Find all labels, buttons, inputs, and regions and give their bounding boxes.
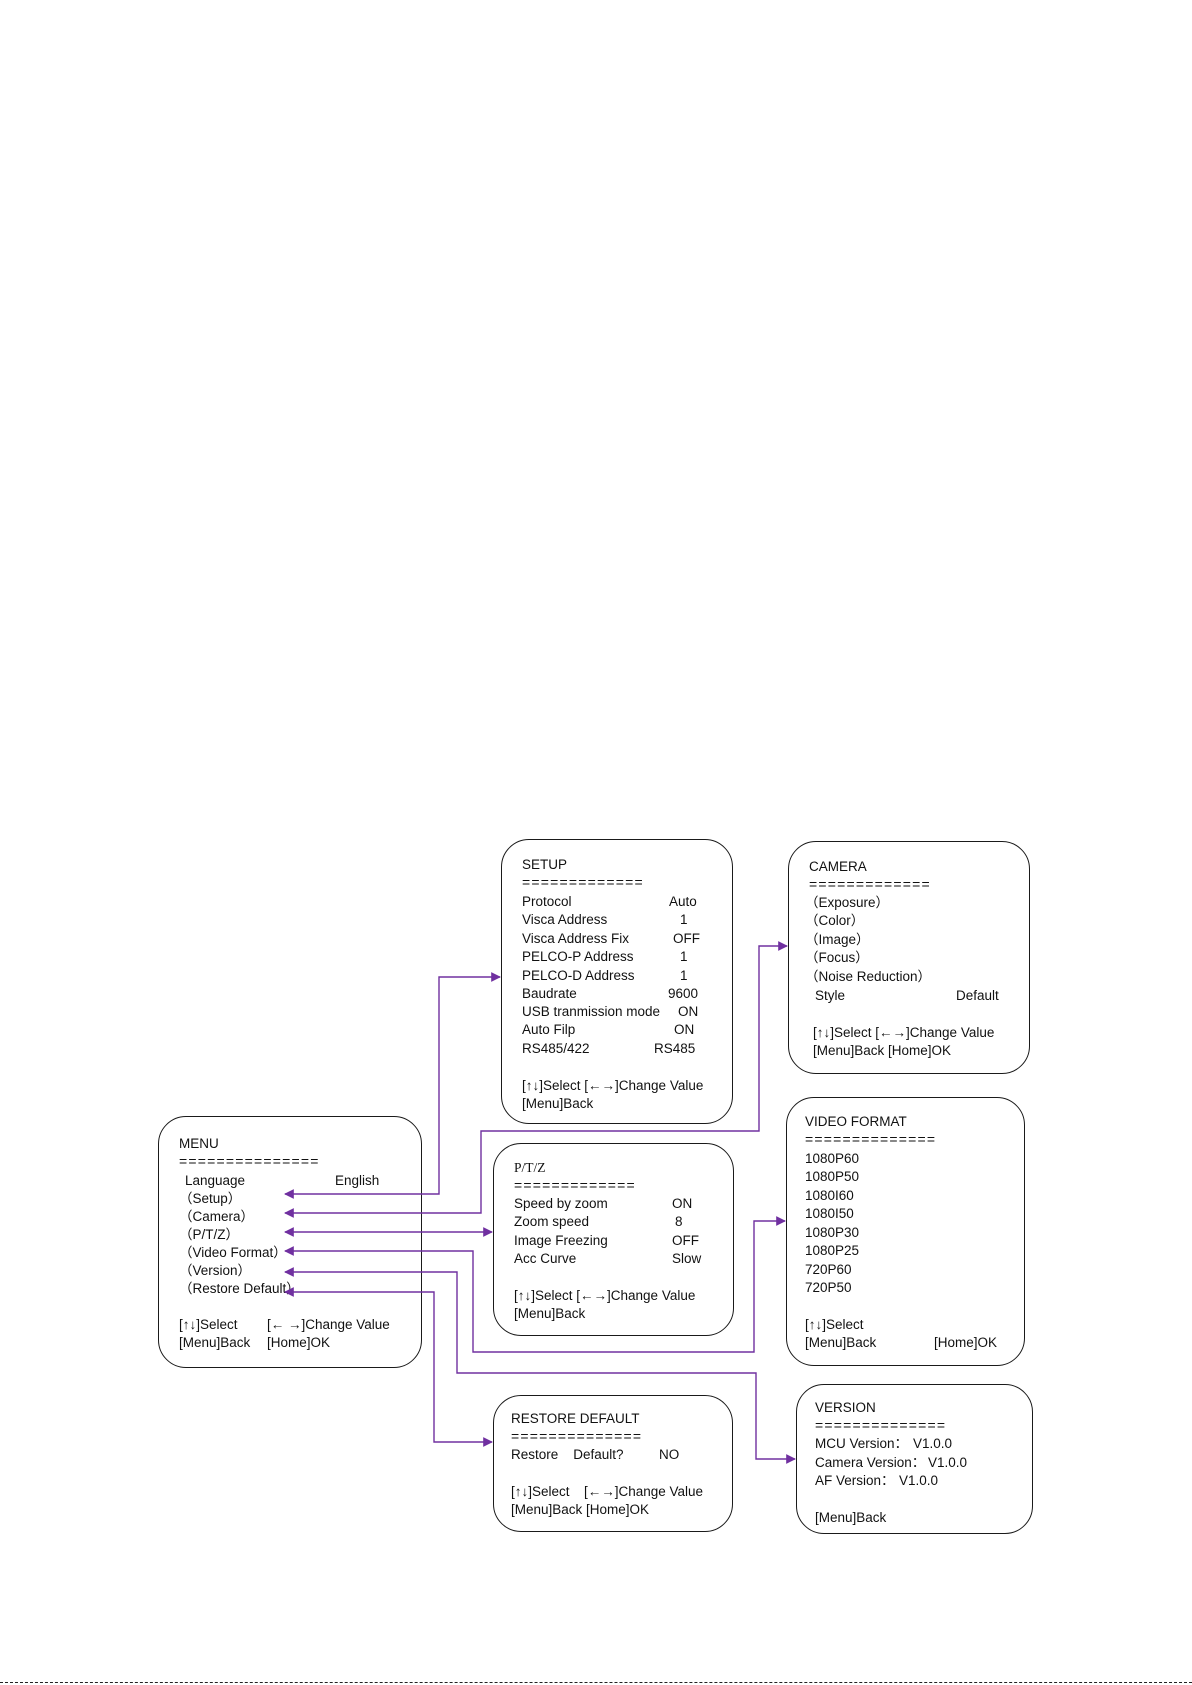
version-camera-label: Camera Version： — [815, 1455, 926, 1470]
camera-style-value[interactable]: Default — [956, 988, 999, 1003]
menu-item-camera[interactable]: （Camera） — [179, 1209, 255, 1224]
setup-row-label: Visca Address — [522, 912, 608, 927]
menu-item-setup[interactable]: （Setup） — [179, 1191, 242, 1206]
connector-camera — [284, 941, 788, 1218]
camera-footer-select: [↑↓]Select [←→]Change Value — [813, 1025, 995, 1040]
menu-item-restore-default[interactable]: （Restore Default） — [179, 1281, 300, 1296]
video-format-item[interactable]: 1080P30 — [805, 1225, 860, 1240]
menu-language-label: Language — [185, 1173, 246, 1188]
video-format-item[interactable]: 1080P50 — [805, 1169, 860, 1184]
video-format-footer-select: [↑↓]Select — [805, 1317, 864, 1332]
version-camera-value: V1.0.0 — [928, 1455, 968, 1470]
camera-item-focus[interactable]: （Focus） — [805, 950, 869, 965]
video-format-separator: ============== — [805, 1131, 937, 1147]
camera-footer-back-ok: [Menu]Back [Home]OK — [813, 1043, 952, 1058]
menu-footer-back: [Menu]Back — [179, 1335, 251, 1350]
video-format-footer-back: [Menu]Back — [805, 1335, 877, 1350]
setup-row-value[interactable]: Auto — [669, 894, 697, 909]
video-format-item[interactable]: 720P60 — [805, 1262, 852, 1277]
connector-version — [284, 1267, 796, 1464]
video-format-item[interactable]: 1080P25 — [805, 1243, 860, 1258]
video-format-item[interactable]: 1080I50 — [805, 1206, 854, 1221]
restore-footer-change-value: [←→]Change Value — [584, 1484, 704, 1499]
menu-item-version[interactable]: （Version） — [179, 1263, 252, 1278]
video-format-footer-ok: [Home]OK — [934, 1335, 998, 1350]
version-mcu-label: MCU Version： — [815, 1436, 909, 1451]
camera-item-noise-reduction[interactable]: （Noise Reduction） — [805, 969, 932, 984]
setup-title: SETUP — [522, 857, 568, 872]
restore-footer-back-ok: [Menu]Back [Home]OK — [511, 1502, 650, 1517]
camera-item-image[interactable]: （Image） — [805, 932, 870, 947]
video-format-title: VIDEO FORMAT — [805, 1114, 907, 1129]
connector-restore-default — [284, 1287, 493, 1447]
menu-footer-select: [↑↓]Select — [179, 1317, 238, 1332]
camera-panel: CAMERA ============= （Exposure） （Color） … — [788, 841, 1030, 1074]
camera-item-color[interactable]: （Color） — [805, 913, 865, 928]
version-panel: VERSION ============== MCU Version： V1.0… — [796, 1384, 1033, 1534]
video-format-item[interactable]: 1080P60 — [805, 1151, 860, 1166]
connector-video-format — [284, 1216, 786, 1353]
menu-item-ptz[interactable]: （P/T/Z） — [179, 1227, 239, 1242]
menu-item-video-format[interactable]: （Video Format） — [179, 1245, 287, 1260]
video-format-panel: VIDEO FORMAT ============== 1080P60 1080… — [786, 1097, 1025, 1366]
video-format-item[interactable]: 1080I60 — [805, 1188, 854, 1203]
version-footer-back: [Menu]Back — [815, 1510, 887, 1525]
camera-style-label: Style — [815, 988, 846, 1003]
setup-row-value[interactable]: 1 — [680, 912, 688, 927]
version-af-value: V1.0.0 — [899, 1473, 939, 1488]
menu-separator: =============== — [179, 1153, 320, 1169]
camera-item-exposure[interactable]: （Exposure） — [805, 895, 890, 910]
camera-title: CAMERA — [809, 859, 867, 874]
page-bottom-dashed-line — [0, 1682, 1192, 1683]
setup-separator: ============= — [522, 874, 644, 890]
restore-footer-select: [↑↓]Select — [511, 1484, 570, 1499]
menu-title: MENU — [179, 1136, 219, 1151]
version-title: VERSION — [815, 1400, 876, 1415]
version-separator: ============== — [815, 1417, 947, 1433]
setup-row-label: Protocol — [522, 894, 572, 909]
version-mcu-value: V1.0.0 — [913, 1436, 953, 1451]
camera-separator: ============= — [809, 876, 931, 892]
video-format-item[interactable]: 720P50 — [805, 1280, 852, 1295]
connector-setup — [284, 972, 501, 1199]
version-af-label: AF Version： — [815, 1473, 895, 1488]
